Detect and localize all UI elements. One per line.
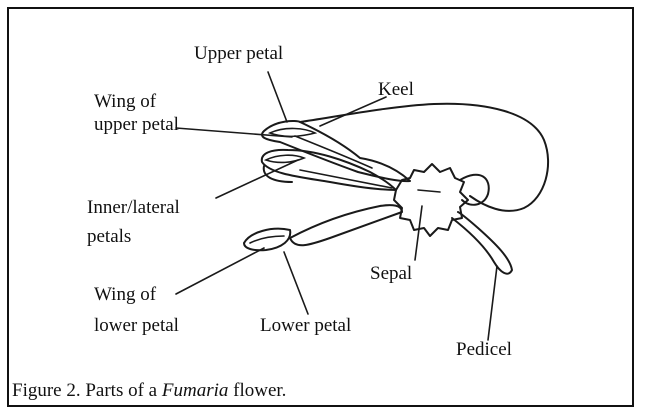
label-inner-lateral-line1: Inner/lateral xyxy=(87,197,180,218)
wing-upper-petal-leader xyxy=(176,128,292,137)
lower-petal-wing xyxy=(244,229,290,250)
label-wing-lower-line2: lower petal xyxy=(94,315,179,336)
caption-genus: Fumaria xyxy=(162,380,229,401)
sepal-leader xyxy=(415,206,422,260)
upper-petal-leader xyxy=(268,72,287,122)
label-keel: Keel xyxy=(378,79,414,100)
pedicel-outline xyxy=(452,212,512,274)
caption-suffix: flower. xyxy=(228,380,286,401)
lower-petal-leader xyxy=(284,252,308,314)
pedicel-leader xyxy=(488,266,497,340)
keel-outline xyxy=(300,104,548,211)
label-wing-lower-line1: Wing of xyxy=(94,284,157,305)
inner-lateral-petals-leader xyxy=(216,160,298,198)
caption-prefix: Figure 2. Parts of a xyxy=(12,380,162,401)
part-labels: Upper petal Keel Wing of upper petal Inn… xyxy=(87,43,512,360)
wing-lower-petal-leader xyxy=(176,248,264,294)
leader-lines xyxy=(176,72,497,340)
label-sepal: Sepal xyxy=(370,263,412,284)
keel-leader xyxy=(320,97,386,126)
label-pedicel: Pedicel xyxy=(456,339,512,360)
label-wing-upper-line2: upper petal xyxy=(94,114,179,135)
figure-caption: Figure 2. Parts of a Fumaria flower. xyxy=(12,380,286,402)
label-wing-upper-line1: Wing of xyxy=(94,91,157,112)
lower-petal-outline xyxy=(290,205,402,245)
flower-drawing xyxy=(244,104,548,274)
upper-petal-outline xyxy=(262,121,410,181)
sepal-outline xyxy=(394,164,468,236)
label-upper-petal: Upper petal xyxy=(194,43,283,64)
label-lower-petal: Lower petal xyxy=(260,315,351,336)
label-inner-lateral-line2: petals xyxy=(87,226,131,247)
